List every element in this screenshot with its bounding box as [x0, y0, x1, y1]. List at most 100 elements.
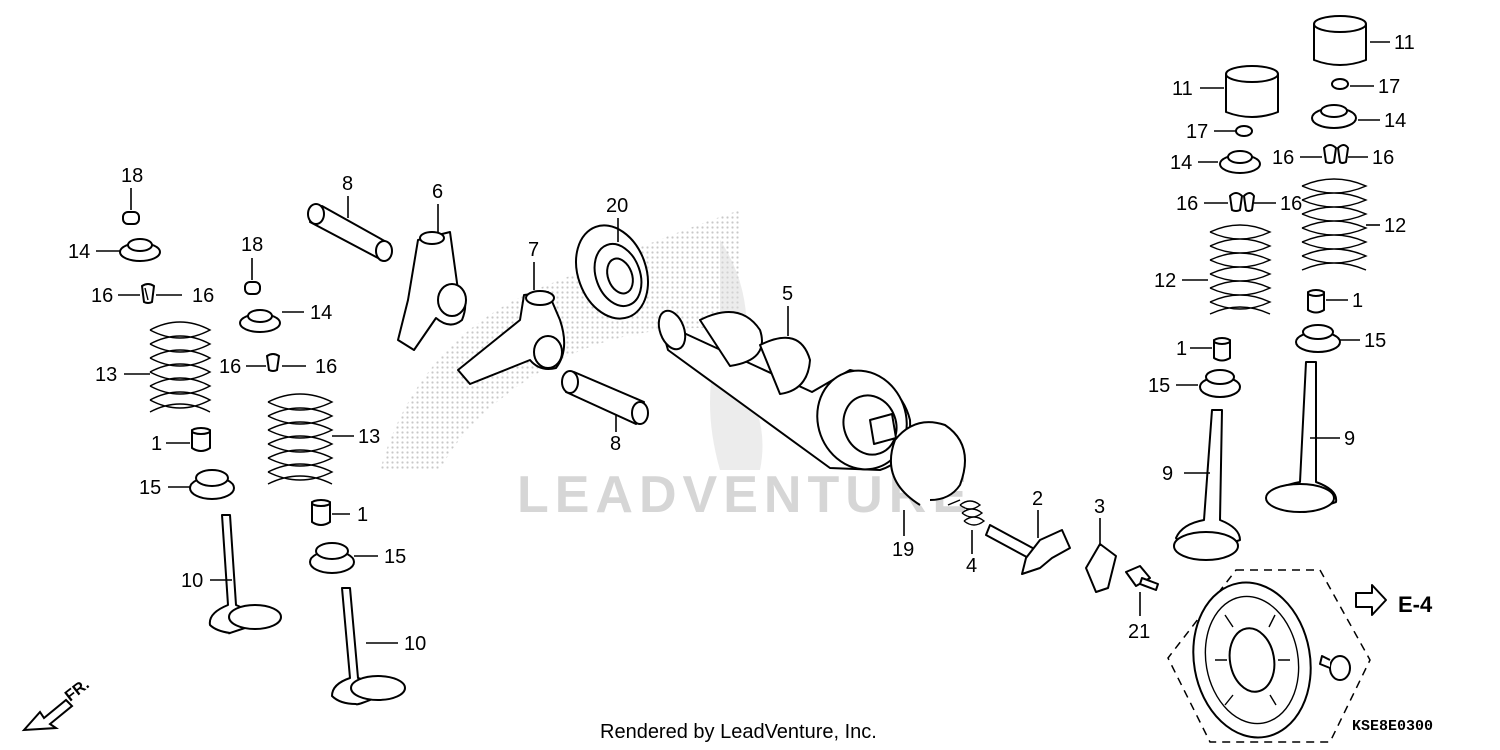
part-1-c[interactable]: [1213, 337, 1231, 362]
part-3-weight[interactable]: [1085, 543, 1117, 593]
callout-13-b[interactable]: 13: [358, 426, 380, 448]
callout-21[interactable]: 21: [1128, 621, 1150, 643]
callout-2[interactable]: 2: [1032, 488, 1043, 510]
part-7-rocker-arm[interactable]: [457, 290, 566, 385]
callout-15-d[interactable]: 15: [1364, 330, 1386, 352]
cam-sprocket-assembly: [1167, 569, 1371, 747]
callout-1-a[interactable]: 1: [151, 433, 162, 455]
callout-17-a[interactable]: 17: [1186, 121, 1208, 143]
part-18-b[interactable]: [244, 281, 261, 295]
callout-16-d-left[interactable]: 16: [1272, 147, 1294, 169]
diagram-code: KSE8E0300: [1352, 718, 1433, 735]
callout-16-b-right[interactable]: 16: [315, 356, 337, 378]
part-15-c[interactable]: [1199, 369, 1241, 398]
part-14-c[interactable]: [1219, 150, 1261, 174]
part-1-d[interactable]: [1307, 289, 1325, 314]
part-17-b[interactable]: [1331, 78, 1349, 90]
callout-19[interactable]: 19: [892, 539, 914, 561]
part-20-bearing[interactable]: [564, 215, 661, 328]
callout-14-c[interactable]: 14: [1170, 152, 1192, 174]
part-21-bolt[interactable]: [1125, 565, 1159, 591]
callout-10-b[interactable]: 10: [404, 633, 426, 655]
part-4-spring[interactable]: [947, 499, 986, 526]
callout-7[interactable]: 7: [528, 239, 539, 261]
callout-14-a[interactable]: 14: [68, 241, 90, 263]
callout-16-b-left[interactable]: 16: [219, 356, 241, 378]
part-8-b-shaft[interactable]: [561, 370, 649, 425]
callout-18-a[interactable]: 18: [121, 165, 143, 187]
part-14-b[interactable]: [239, 309, 281, 333]
part-8-a-shaft[interactable]: [307, 203, 393, 262]
callout-16-c-right[interactable]: 16: [1280, 193, 1302, 215]
part-15-b[interactable]: [309, 542, 355, 574]
part-13-b[interactable]: [267, 393, 334, 485]
valve-assembly-left-b: [239, 281, 406, 706]
callout-12-b[interactable]: 12: [1384, 215, 1406, 237]
watermark-text: LEADVENTURE: [517, 466, 973, 524]
valve-assembly-left-a: [119, 211, 282, 635]
callout-10-a[interactable]: 10: [181, 570, 203, 592]
part-16-a[interactable]: [141, 283, 155, 304]
callout-1-c[interactable]: 1: [1176, 338, 1187, 360]
part-9-a[interactable]: [1173, 409, 1241, 561]
front-arrow-icon: [21, 698, 74, 732]
callout-13-a[interactable]: 13: [95, 364, 117, 386]
callout-11-b[interactable]: 11: [1394, 32, 1415, 54]
cam-sprocket[interactable]: [1181, 573, 1322, 747]
callout-14-b[interactable]: 14: [310, 302, 332, 324]
valve-assembly-right-b: [1265, 15, 1368, 513]
part-11-a[interactable]: [1225, 65, 1279, 118]
callout-1-d[interactable]: 1: [1352, 290, 1363, 312]
part-14-d[interactable]: [1311, 104, 1357, 129]
callout-15-c[interactable]: 15: [1148, 375, 1170, 397]
callout-20[interactable]: 20: [606, 195, 628, 217]
part-11-b[interactable]: [1313, 15, 1367, 66]
part-10-a[interactable]: [208, 514, 282, 635]
callout-9-a[interactable]: 9: [1162, 463, 1173, 485]
callout-15-a[interactable]: 15: [139, 477, 161, 499]
part-16-c[interactable]: [1229, 192, 1255, 212]
valve-assembly-right-a: [1173, 65, 1279, 561]
reference-label: E-4: [1398, 592, 1433, 617]
callout-16-a-left[interactable]: 16: [91, 285, 113, 307]
part-16-d[interactable]: [1323, 144, 1349, 164]
callout-4[interactable]: 4: [966, 555, 977, 577]
callout-1-b[interactable]: 1: [357, 504, 368, 526]
callout-16-a-right[interactable]: 16: [192, 285, 214, 307]
callout-15-b[interactable]: 15: [384, 546, 406, 568]
callout-8-a[interactable]: 8: [342, 173, 353, 195]
part-1-a[interactable]: [191, 427, 211, 452]
callout-17-b[interactable]: 17: [1378, 76, 1400, 98]
part-5-camshaft[interactable]: [654, 307, 921, 482]
part-12-b[interactable]: [1301, 178, 1368, 271]
callout-3[interactable]: 3: [1094, 496, 1105, 518]
part-19-circlip[interactable]: [889, 421, 966, 506]
callout-5[interactable]: 5: [782, 283, 793, 305]
callout-18-b[interactable]: 18: [241, 234, 263, 256]
callout-14-d[interactable]: 14: [1384, 110, 1406, 132]
part-17-a[interactable]: [1235, 125, 1253, 137]
part-6-rocker-arm[interactable]: [397, 231, 467, 351]
part-2-decompressor[interactable]: [985, 524, 1071, 575]
part-14-a[interactable]: [119, 238, 161, 262]
part-9-b[interactable]: [1265, 361, 1338, 513]
reference-arrow[interactable]: E-4: [1355, 584, 1433, 617]
callout-11-a[interactable]: 11: [1172, 78, 1193, 100]
part-18-a[interactable]: [122, 211, 140, 225]
sprocket-bolt[interactable]: [1319, 655, 1351, 681]
part-16-b[interactable]: [266, 353, 280, 372]
callout-16-d-right[interactable]: 16: [1372, 147, 1394, 169]
callout-9-b[interactable]: 9: [1344, 428, 1355, 450]
callout-labels: 18 14 16 16 13 1 15 10 18 14 16 16 13 1 …: [68, 32, 1415, 655]
callout-6[interactable]: 6: [432, 181, 443, 203]
callout-16-c-left[interactable]: 16: [1176, 193, 1198, 215]
callout-12-a[interactable]: 12: [1154, 270, 1176, 292]
part-15-d[interactable]: [1295, 324, 1341, 353]
part-10-b[interactable]: [331, 587, 406, 706]
part-12-a[interactable]: [1209, 224, 1272, 315]
callout-8-b[interactable]: 8: [610, 433, 621, 455]
part-13-a[interactable]: [149, 321, 212, 413]
part-1-b[interactable]: [311, 499, 331, 526]
part-15-a[interactable]: [189, 469, 235, 500]
